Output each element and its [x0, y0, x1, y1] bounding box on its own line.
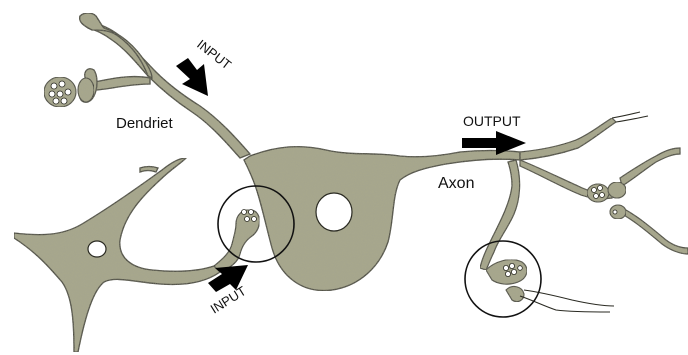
output-label: OUTPUT — [463, 113, 521, 129]
axon-label: Axon — [438, 175, 474, 192]
postsynaptic-nucleus — [316, 193, 352, 231]
presynaptic-nucleus — [88, 241, 106, 257]
synapse-vesicles-upper — [44, 77, 94, 107]
dendrite-label: Dendriet — [116, 115, 174, 132]
postsynaptic-neuron — [79, 13, 520, 291]
postsynaptic-soma — [244, 147, 520, 291]
presynaptic-neuron — [14, 158, 221, 352]
input-label-top: INPUT — [194, 37, 234, 73]
input-arrow-top — [176, 58, 208, 96]
presynaptic-soma — [14, 158, 221, 352]
